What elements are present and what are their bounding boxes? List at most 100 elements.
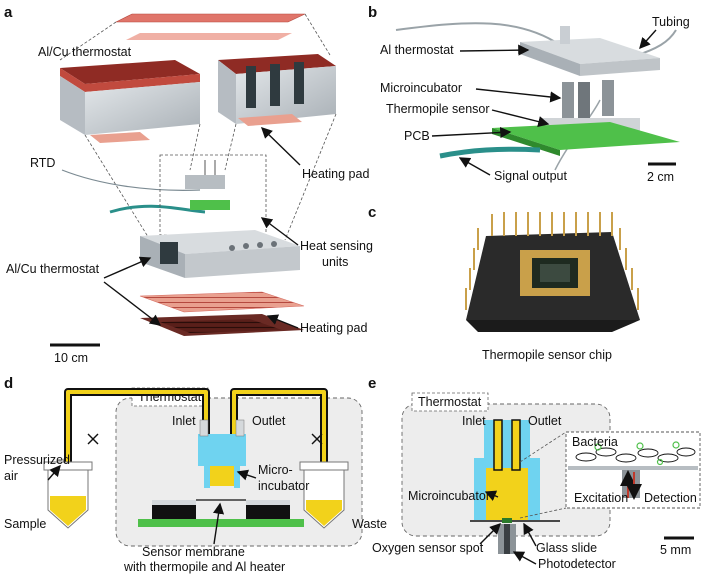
label-sensor-membrane: Sensor membrane — [142, 545, 245, 559]
label-pcb: PCB — [404, 129, 430, 143]
al-thermostat-b — [520, 26, 660, 76]
pcb-d — [138, 519, 304, 527]
rtd-wire — [61, 169, 201, 191]
oxygen-bubbles — [594, 441, 680, 466]
tubing-left — [395, 22, 561, 46]
arrow — [523, 522, 537, 547]
panel-a: a — [4, 4, 373, 365]
label-outlet-e: Outlet — [528, 414, 562, 428]
panel-e-letter: e — [368, 375, 376, 392]
label-micro: Micro- — [258, 463, 293, 477]
label-sample: Sample — [4, 517, 46, 531]
guide-line — [84, 134, 151, 241]
label-pressurized-air: air — [4, 469, 18, 483]
panel-c-letter: c — [368, 204, 376, 221]
sensing-unit-pcb — [190, 200, 230, 210]
label-heat-sensing-units: units — [322, 255, 348, 269]
oxygen-sensor-spot — [502, 518, 512, 523]
label-outlet-d: Outlet — [252, 414, 286, 428]
signal-cable-b — [439, 146, 541, 159]
label-incubator: incubator — [258, 479, 309, 493]
label-sensor-membrane-2: with thermopile and Al heater — [123, 560, 285, 574]
sensor-base-right — [246, 505, 290, 519]
label-thermostat-bottom: Al/Cu thermostat — [6, 262, 100, 276]
caption-thermopile-chip: Thermopile sensor chip — [482, 348, 612, 362]
thermostat-tag-e — [411, 392, 489, 412]
arrow — [260, 127, 301, 166]
label-thermostat-e: Thermostat — [418, 395, 482, 409]
arrow — [479, 523, 501, 545]
panel-e: e Thermostat — [368, 375, 701, 571]
arrow — [260, 217, 299, 246]
arrow — [431, 126, 512, 139]
arrow — [475, 88, 562, 103]
panel-a-letter: a — [4, 4, 13, 21]
label-heating-pad-bottom: Heating pad — [300, 321, 367, 335]
valve-marks — [87, 433, 323, 445]
arrow — [639, 29, 657, 50]
top-heating-plate — [115, 13, 306, 23]
guide-line — [519, 507, 567, 519]
scale-label-a: 10 cm — [54, 351, 88, 365]
arrow — [103, 256, 152, 279]
waste-tube — [299, 461, 349, 529]
sensor-base-left — [152, 505, 196, 519]
guide-line — [284, 113, 337, 241]
scale-label-b: 2 cm — [647, 170, 674, 184]
bacteria-cells — [575, 447, 696, 463]
arrow — [266, 314, 299, 329]
label-oxygen-spot: Oxygen sensor spot — [372, 541, 484, 555]
guide-line — [519, 431, 567, 463]
label-excitation: Excitation — [574, 491, 628, 505]
arrow — [213, 502, 225, 545]
label-microincubator-e: Microincubator — [408, 489, 490, 503]
tubing-d — [64, 388, 328, 500]
guide-line — [189, 123, 201, 171]
arrow — [458, 157, 491, 176]
arrow — [47, 464, 61, 481]
guide-line — [59, 21, 117, 61]
panel-d-letter: d — [4, 375, 13, 392]
guide-line — [304, 13, 331, 56]
arrow — [484, 490, 499, 501]
sensing-units-box — [159, 154, 267, 236]
heating-pad-bottom — [139, 291, 305, 313]
panel-b-letter: b — [368, 4, 377, 21]
arrow — [491, 109, 550, 128]
label-inlet-e: Inlet — [462, 414, 486, 428]
label-pressurized: Pressurized — [4, 453, 70, 467]
sample-tube — [43, 461, 93, 529]
pcb-b — [492, 122, 680, 150]
label-bacteria: Bacteria — [572, 435, 618, 449]
heating-pad-right — [238, 114, 302, 126]
label-microincubator: Microincubator — [380, 81, 462, 95]
thermostat-block-left — [60, 60, 200, 135]
microincubator-b — [562, 80, 614, 118]
thermostat-block-bottom — [140, 230, 300, 278]
label-heat-sensing: Heat sensing — [300, 239, 373, 253]
arrow — [236, 469, 257, 481]
scale-label-e: 5 mm — [660, 543, 691, 557]
panel-b: b Tubing Al thermostat Microincubator Th… — [368, 4, 690, 184]
chip-pins — [465, 212, 639, 310]
label-rtd: RTD — [30, 156, 55, 170]
label-waste: Waste — [352, 517, 387, 531]
arrow — [512, 551, 537, 565]
thermopile-chip-photo — [466, 232, 640, 332]
arrow — [103, 281, 162, 326]
label-photodetector: Photodetector — [538, 557, 616, 571]
arrow — [459, 44, 530, 56]
panel-c: c Thermopile sensor chip — [368, 204, 640, 362]
top-thin-plate — [126, 33, 292, 40]
label-thermopile: Thermopile sensor — [386, 102, 490, 116]
thermostat-block-right — [218, 54, 336, 124]
label-signal-output: Signal output — [494, 169, 568, 183]
guide-line — [224, 123, 237, 171]
label-detection: Detection — [644, 491, 697, 505]
label-al-thermostat: Al thermostat — [380, 43, 454, 57]
microincubator-d — [198, 419, 246, 488]
panel-d: d Thermostat — [4, 375, 387, 574]
label-tubing: Tubing — [652, 15, 690, 29]
label-inlet-d: Inlet — [172, 414, 196, 428]
